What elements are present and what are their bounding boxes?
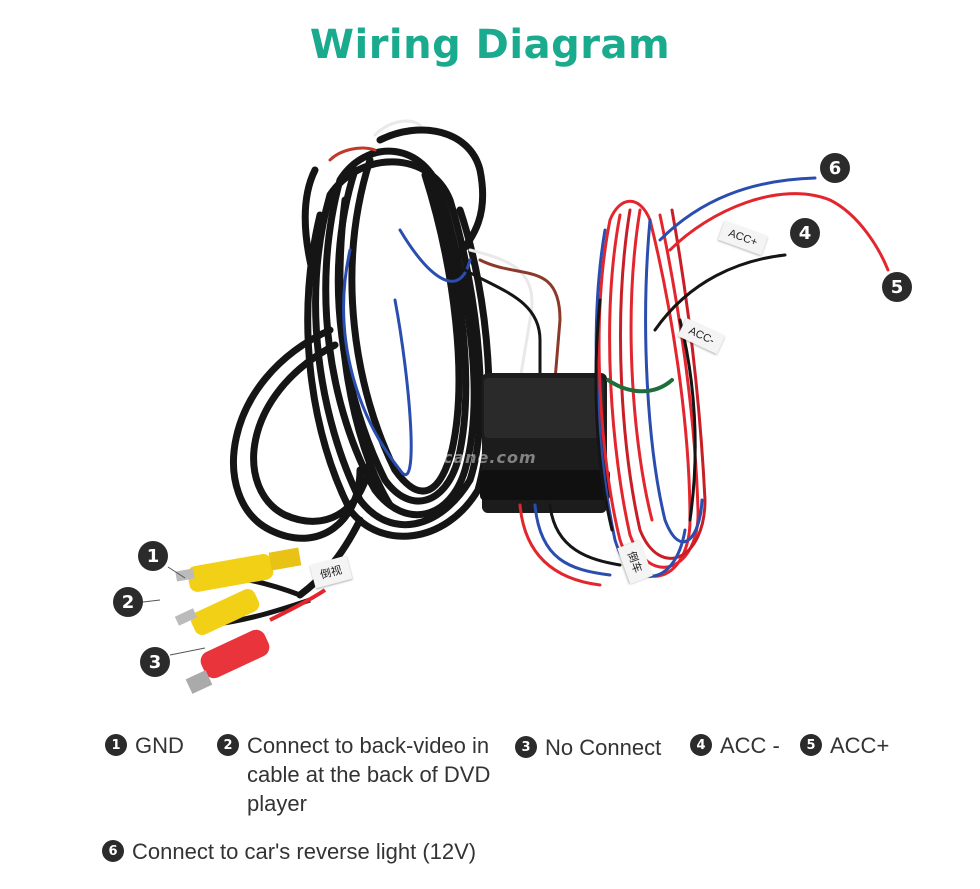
legend-item-5: 5 ACC+	[800, 731, 889, 760]
legend-text-5: ACC+	[830, 733, 890, 758]
legend-item-6: 6 Connect to car's reverse light (12V)	[102, 837, 476, 866]
watermark-text: Seicane.com	[412, 448, 537, 467]
marker-1: 1	[138, 541, 168, 571]
marker-3: 3	[140, 647, 170, 677]
legend-text-6: Connect to car's reverse light (12V)	[132, 839, 477, 864]
legend-item-1: 1 GND	[105, 731, 184, 760]
black-cable-coil	[230, 126, 493, 599]
legend-number-4: 4	[690, 734, 712, 756]
legend-item-4: 4 ACC -	[690, 731, 780, 760]
legend-item-3: 3 No Connect	[515, 733, 661, 762]
marker-6: 6	[820, 153, 850, 183]
legend-item-2: 2 Connect to back-video in cable at the …	[217, 731, 517, 818]
marker-2: 2	[113, 587, 143, 617]
legend-text-1: GND	[135, 733, 184, 758]
legend-text-4: ACC -	[720, 733, 780, 758]
rca-connectors	[174, 547, 327, 694]
wiring-harness-photo	[142, 119, 890, 694]
marker-4: 4	[790, 218, 820, 248]
legend-number-5: 5	[800, 734, 822, 756]
marker-5: 5	[882, 272, 912, 302]
legend-text-2: Connect to back-video in cable at the ba…	[247, 733, 491, 816]
legend-number-1: 1	[105, 734, 127, 756]
page-title: Wiring Diagram	[309, 22, 671, 68]
legend-text-3: No Connect	[545, 735, 662, 760]
legend-number-6: 6	[102, 840, 124, 862]
legend-number-2: 2	[217, 734, 239, 756]
legend-number-3: 3	[515, 736, 537, 758]
